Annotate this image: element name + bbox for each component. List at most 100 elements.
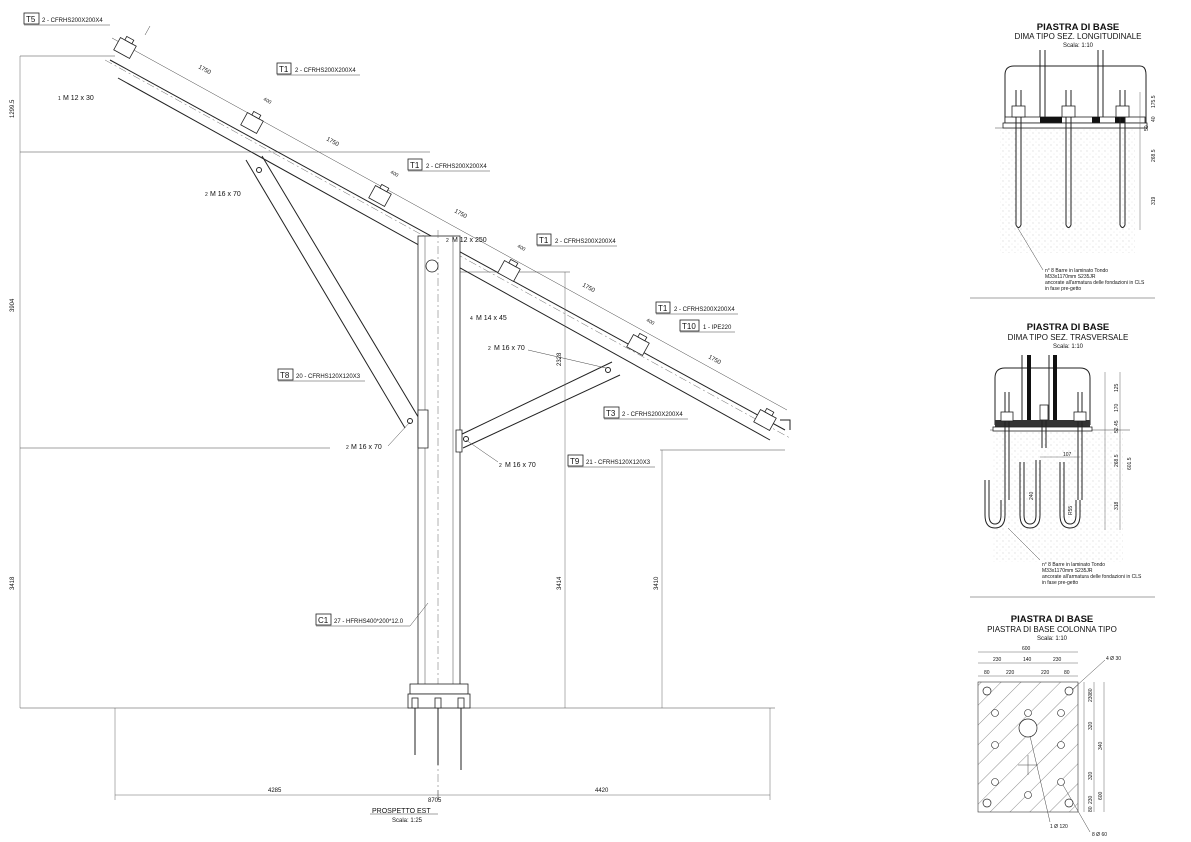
svg-text:170: 170 xyxy=(1114,403,1120,412)
svg-text:M 16 x 70: M 16 x 70 xyxy=(505,462,536,469)
svg-text:319: 319 xyxy=(1151,196,1157,205)
svg-text:M 14 x 45: M 14 x 45 xyxy=(476,315,507,322)
detail-title: PIASTRA DI BASE xyxy=(1037,22,1120,33)
svg-text:1299.5: 1299.5 xyxy=(10,99,16,118)
tag-t1-d: T1 2 - CFRHS200X200X4 xyxy=(655,301,738,315)
svg-text:320: 320 xyxy=(1088,771,1094,780)
tag-t10: T10 1 - IPE220 xyxy=(679,319,735,333)
tag-t1-c: T1 2 - CFRHS200X200X4 xyxy=(536,233,617,247)
svg-text:4420: 4420 xyxy=(595,788,609,794)
main-labels: T5 2 - CFRHS200X200X4 T1 2 - CFRHS200X20… xyxy=(10,12,738,824)
detail-longitudinal: PIASTRA DI BASE DIMA TIPO SEZ. LONGITUDI… xyxy=(995,22,1157,292)
svg-text:M 16 x 70: M 16 x 70 xyxy=(210,191,241,198)
detail-transversal: PIASTRA DI BASE DIMA TIPO SEZ. TRASVERSA… xyxy=(984,322,1142,586)
svg-text:T1: T1 xyxy=(539,236,549,245)
svg-text:268.5: 268.5 xyxy=(1114,454,1120,467)
svg-text:1 - IPE220: 1 - IPE220 xyxy=(703,325,732,331)
tag-t9: T9 21 - CFRHS120X120X3 xyxy=(567,454,655,468)
svg-text:3414: 3414 xyxy=(557,576,563,590)
svg-text:80: 80 xyxy=(1088,688,1094,694)
svg-text:1750: 1750 xyxy=(581,282,596,294)
svg-text:340: 340 xyxy=(1098,741,1104,750)
svg-text:2 - CFRHS200X200X4: 2 - CFRHS200X200X4 xyxy=(295,68,356,74)
svg-text:220: 220 xyxy=(1041,670,1050,676)
svg-text:601.5: 601.5 xyxy=(1127,457,1133,470)
svg-text:3418: 3418 xyxy=(10,576,16,590)
svg-text:400: 400 xyxy=(516,243,526,252)
svg-text:400: 400 xyxy=(262,96,272,105)
svg-text:1 Ø 120: 1 Ø 120 xyxy=(1050,824,1068,830)
svg-text:52.45: 52.45 xyxy=(1114,420,1120,433)
svg-text:125: 125 xyxy=(1114,383,1120,392)
svg-text:2: 2 xyxy=(446,238,449,244)
svg-text:R55: R55 xyxy=(1068,506,1074,515)
vertical-dimension-labels: 1299.5 3904 3418 2328 3414 3410 xyxy=(10,99,660,590)
svg-text:T3: T3 xyxy=(606,409,616,418)
svg-text:M33x1170mm S235JR: M33x1170mm S235JR xyxy=(1042,568,1093,574)
svg-text:230: 230 xyxy=(993,657,1002,663)
svg-text:T8: T8 xyxy=(280,371,290,380)
svg-text:318: 318 xyxy=(1114,501,1120,510)
svg-text:C1: C1 xyxy=(318,616,329,625)
svg-text:T5: T5 xyxy=(26,15,36,24)
svg-text:2328: 2328 xyxy=(557,352,563,366)
detail-base-plate: PIASTRA DI BASE PIASTRA DI BASE COLONNA … xyxy=(977,614,1121,838)
svg-text:M 12 x 250: M 12 x 250 xyxy=(452,237,487,244)
svg-text:21 - CFRHS120X120X3: 21 - CFRHS120X120X3 xyxy=(586,460,651,466)
bolt-labels: 1 M 12 x 30 2 M 16 x 70 2 M 12 x 250 4 M… xyxy=(58,95,607,469)
svg-text:2: 2 xyxy=(205,192,208,198)
svg-text:2 - CFRHS200X200X4: 2 - CFRHS200X200X4 xyxy=(622,412,683,418)
svg-text:400: 400 xyxy=(645,317,655,326)
svg-text:2 - CFRHS200X200X4: 2 - CFRHS200X200X4 xyxy=(42,18,103,24)
detail-title: PIASTRA DI BASE xyxy=(1011,614,1094,625)
svg-text:2: 2 xyxy=(499,463,502,469)
view-scale: Scala: 1:25 xyxy=(392,818,423,824)
svg-text:230: 230 xyxy=(1053,657,1062,663)
svg-text:2 - CFRHS200X200X4: 2 - CFRHS200X200X4 xyxy=(674,307,735,313)
vertical-dimensions xyxy=(19,56,663,708)
svg-text:ancorate all'armatura delle fo: ancorate all'armatura delle fondazioni i… xyxy=(1045,280,1145,286)
tag-c1: C1 27 - HFRHS400*200*12.0 xyxy=(315,602,429,627)
detail-subtitle: DIMA TIPO SEZ. LONGITUDINALE xyxy=(1015,32,1142,41)
svg-text:107: 107 xyxy=(1063,452,1072,458)
svg-text:600: 600 xyxy=(1022,646,1031,652)
svg-text:M 12 x 30: M 12 x 30 xyxy=(63,95,94,102)
svg-text:80: 80 xyxy=(1088,806,1094,812)
svg-text:1750: 1750 xyxy=(707,354,722,366)
tag-t5: T5 2 - CFRHS200X200X4 xyxy=(23,12,110,26)
brace-t8 xyxy=(245,155,429,449)
detail-scale: Scala: 1:10 xyxy=(1063,43,1094,49)
svg-text:268.5: 268.5 xyxy=(1151,149,1157,162)
svg-text:600: 600 xyxy=(1098,791,1104,800)
svg-text:2: 2 xyxy=(488,346,491,352)
svg-text:M33x1170mm S235JR: M33x1170mm S235JR xyxy=(1045,274,1096,280)
beam-dimension-labels: 1750 1750 1750 1750 1750 400 400 400 400 xyxy=(197,64,722,366)
bottom-dimension-labels: 4285 8705 4420 xyxy=(268,788,609,804)
svg-text:80: 80 xyxy=(984,670,990,676)
svg-text:M 16 x 70: M 16 x 70 xyxy=(351,444,382,451)
svg-text:ancorate all'armatura delle fo: ancorate all'armatura delle fondazioni i… xyxy=(1042,574,1142,580)
svg-text:8705: 8705 xyxy=(428,798,442,804)
svg-text:40: 40 xyxy=(1151,116,1157,122)
svg-text:175.5: 175.5 xyxy=(1151,95,1157,108)
svg-text:8 Ø 60: 8 Ø 60 xyxy=(1092,832,1107,838)
svg-text:400: 400 xyxy=(389,169,399,178)
svg-text:240: 240 xyxy=(1029,491,1035,500)
svg-text:4285: 4285 xyxy=(268,788,282,794)
svg-text:320: 320 xyxy=(1088,721,1094,730)
svg-text:n° 8 Barre in laminato Tondo: n° 8 Barre in laminato Tondo xyxy=(1042,562,1105,568)
column-c1 xyxy=(407,230,471,800)
detail-scale: Scala: 1:10 xyxy=(1037,636,1068,642)
detail-subtitle: PIASTRA DI BASE COLONNA TIPO xyxy=(987,625,1117,634)
detail-scale: Scala: 1:10 xyxy=(1053,344,1084,350)
tag-t3: T3 2 - CFRHS200X200X4 xyxy=(603,406,688,420)
svg-text:27 - HFRHS400*200*12.0: 27 - HFRHS400*200*12.0 xyxy=(334,619,404,625)
detail-subtitle: DIMA TIPO SEZ. TRASVERSALE xyxy=(1008,333,1129,342)
bottom-dimensions xyxy=(114,708,771,800)
svg-text:in fase pre-getto: in fase pre-getto xyxy=(1042,580,1078,586)
svg-text:3904: 3904 xyxy=(10,298,16,312)
svg-text:80: 80 xyxy=(1064,670,1070,676)
main-elevation xyxy=(19,25,791,815)
view-title: PROSPETTO EST xyxy=(372,808,431,815)
